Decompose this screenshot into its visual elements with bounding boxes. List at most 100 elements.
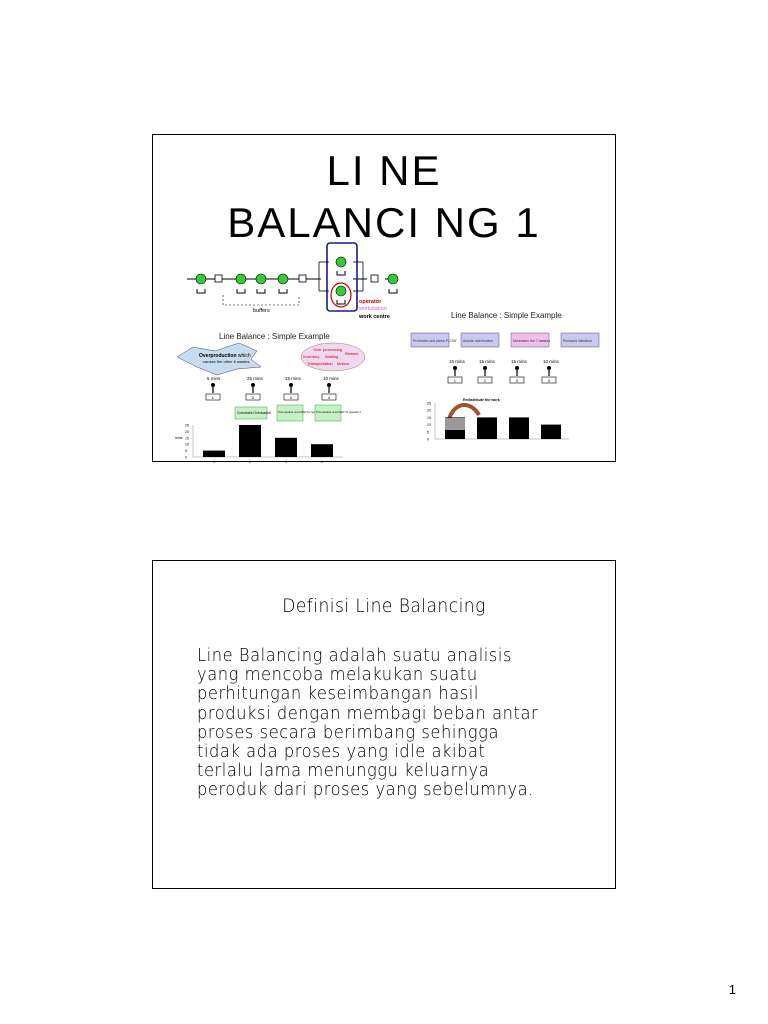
operator-icon: [483, 366, 487, 370]
station-number: 4: [328, 395, 331, 400]
production-flow-diagram: buffers operator workstation work centre: [187, 242, 399, 320]
left-time-label: 10 mins: [323, 376, 340, 381]
station-icon: [277, 273, 289, 294]
redistribute-label: Redistribute the work: [463, 398, 500, 402]
line-balance-illustration: buffers operator workstation work centre…: [175, 242, 600, 463]
slide-definisi: Definisi Line Balancing Line Balancing a…: [152, 560, 616, 889]
station-icon: [195, 273, 207, 294]
slide2-body: Line Balancing adalah suatu analisis yan…: [197, 646, 578, 801]
benefit-box: Reduces Variation: [560, 332, 600, 348]
workstation-box: [205, 393, 221, 401]
right-time-label: 15 mins: [479, 359, 496, 364]
buffer-box: [298, 274, 307, 283]
note-wait-1: This operator must WAIT for operator 2: [276, 404, 324, 422]
operator-highlight: [330, 282, 352, 308]
cloud-word-inventory: Inventory: [303, 354, 319, 359]
left-time-label: 5 mins: [207, 376, 221, 381]
body-line: Line Balancing adalah suatu analisis: [197, 646, 513, 666]
y-tick-label: 5: [185, 449, 187, 453]
buffer-box: [214, 274, 223, 283]
bar-2: [477, 417, 497, 439]
benefit-box-label: Minimises the 7 wastes: [513, 339, 550, 343]
station-number: 2: [484, 378, 487, 383]
station-number: 4: [548, 378, 551, 383]
x-tick-label: 4: [321, 460, 323, 463]
cloud-word-over-processing: Over processing: [313, 347, 342, 352]
right-station-2: 2: [477, 366, 493, 384]
station-number: 3: [516, 378, 519, 383]
work-centre-box: [326, 242, 358, 312]
y-tick-label: 10: [185, 443, 189, 447]
left-station-4: 4: [321, 383, 337, 401]
note-wait-1-text: This operator must WAIT for operator 2: [278, 410, 324, 414]
station-number: 1: [454, 378, 457, 383]
right-time-label: 15 mins: [449, 359, 466, 364]
y-tick-label: 25: [427, 402, 431, 406]
workstation-box: [509, 376, 525, 384]
y-axis-label: mins: [175, 436, 183, 440]
operator-icon: [547, 366, 551, 370]
right-time-label: 10 mins: [543, 359, 560, 364]
svg-text:Overproduction which: Overproduction which: [199, 353, 251, 359]
station-icon: [387, 273, 399, 294]
benefit-box-label: Promotes one piece FLOW: [413, 339, 457, 343]
note-wait-2-text: This operator must WAIT for operator 2: [316, 410, 362, 414]
overproduction-line2: causes the other 6 wastes: [203, 359, 249, 364]
left-line-balance-example: Line Balance : Simple Example Overproduc…: [175, 332, 366, 463]
operator-icon: [453, 366, 457, 370]
right-line-balance-example: Line Balance : Simple Example Promotes o…: [410, 311, 600, 442]
work-centre-label: work centre: [358, 314, 390, 320]
cloud-word-rework: Rework: [345, 351, 359, 356]
bar-1: [203, 450, 225, 457]
body-line: terlalu lama menunggu keluarnya: [197, 761, 490, 782]
workstation-box: [541, 376, 557, 384]
overproduction-burst: [176, 342, 262, 376]
right-station-3: 3: [509, 366, 525, 384]
bar-4: [311, 444, 333, 457]
y-tick-label: 0: [185, 456, 187, 460]
left-station-3: 3: [283, 383, 299, 401]
slide-line-balancing-title: LI NE BALANCI NG 1: [152, 134, 616, 463]
benefit-box: Avoids overburden: [460, 332, 500, 348]
y-tick-label: 20: [185, 430, 189, 434]
station-number: 1: [212, 395, 215, 400]
buffer-box: [370, 274, 379, 283]
station-number: 3: [290, 395, 293, 400]
body-line: yang mencoba melakukan suatu: [197, 665, 478, 686]
benefit-box: Promotes one piece FLOW: [410, 332, 457, 348]
bar-3: [275, 437, 297, 457]
overproduction-rest: which: [238, 353, 251, 359]
station-icon: [235, 273, 247, 294]
workstation-box: [245, 393, 261, 401]
y-tick-label: 15: [185, 436, 189, 440]
note-wait-2: This operator must WAIT for operator 2: [314, 404, 362, 422]
workstation-label: workstation: [358, 306, 387, 312]
slide-title-line2: BALANCI NG 1: [227, 199, 541, 246]
workstation-box: [283, 393, 299, 401]
benefit-box: Minimises the 7 wastes: [510, 332, 550, 348]
left-example-title: Line Balance : Simple Example: [219, 332, 330, 341]
cloud-word-transportation: Transportation: [307, 361, 333, 366]
workstation-box: [321, 393, 337, 401]
y-tick-label: 10: [427, 423, 431, 427]
x-tick-label: 1: [213, 460, 215, 463]
workstation-box: [477, 376, 493, 384]
body-line: peroduk dari proses yang sebelumnya.: [197, 780, 534, 801]
page-number: 1: [728, 982, 736, 997]
operator-label: operator: [359, 299, 382, 305]
operator-icon: [251, 383, 255, 387]
overproduction-label: Overproduction: [199, 353, 237, 359]
right-station-1: 1: [447, 366, 463, 384]
y-tick-label: 0: [427, 438, 429, 442]
redistribute-arrow: [447, 403, 481, 420]
left-station-1: 1: [205, 383, 221, 401]
left-station-2: 2: [245, 383, 261, 401]
cloud-word-motion: Motion: [337, 361, 349, 366]
right-time-label: 15 mins: [511, 359, 528, 364]
body-line: produksi dengan membagi beban antar: [197, 703, 539, 724]
workstation-box: [447, 376, 463, 384]
body-line: tidak ada proses yang idle akibat: [197, 742, 486, 763]
bar-2: [239, 425, 261, 457]
benefit-box-label: Reduces Variation: [563, 339, 592, 343]
